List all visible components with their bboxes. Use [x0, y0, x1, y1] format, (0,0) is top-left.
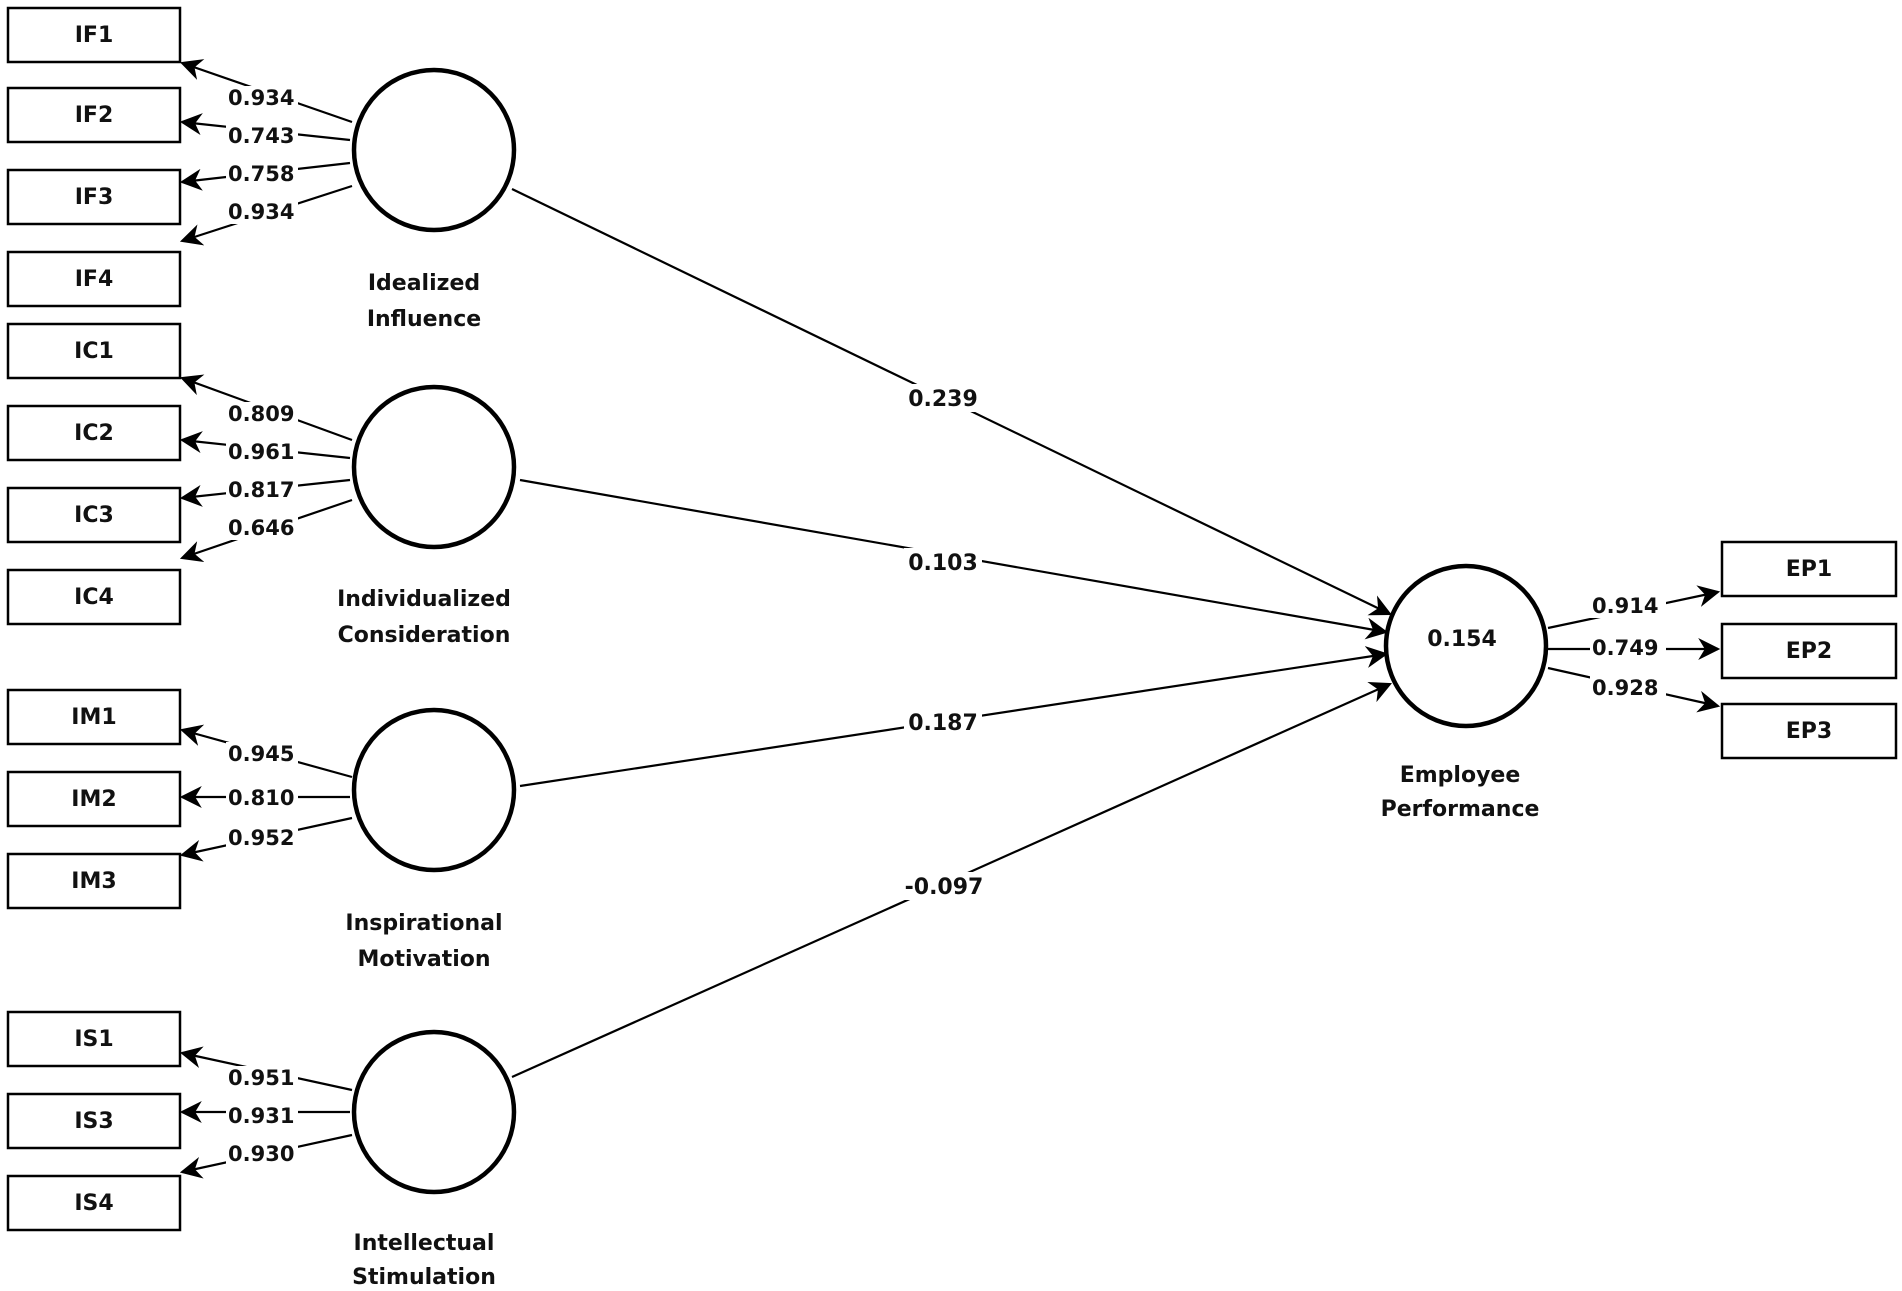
indicator-box-im2: IM2 — [6, 770, 182, 828]
construct-intellectual-stimulation — [351, 1029, 517, 1195]
construct-label-line: Employee — [1400, 763, 1521, 788]
loading-label: 0.817 — [228, 478, 294, 502]
indicator-box-is3: IS3 — [6, 1092, 182, 1150]
indicator-label: IM2 — [71, 787, 116, 812]
loading-label: 0.930 — [228, 1142, 294, 1166]
loading-label: 0.758 — [228, 162, 294, 186]
indicator-label: IS4 — [74, 1191, 113, 1216]
construct-label-line: Performance — [1381, 797, 1540, 822]
label-bg — [226, 826, 298, 850]
label-bg — [226, 402, 298, 426]
loading-label: 0.810 — [228, 786, 294, 810]
loading-label: 0.934 — [228, 200, 294, 224]
label-bg — [226, 1142, 298, 1166]
loading-label: 0.931 — [228, 1104, 294, 1128]
indicator-label: IC4 — [74, 585, 114, 610]
loading-label: 0.952 — [228, 826, 294, 850]
construct-individualized-consideration — [351, 384, 517, 550]
indicator-box-if3: IF3 — [6, 168, 182, 226]
label-bg — [904, 384, 982, 412]
indicator-label: IF4 — [75, 267, 114, 292]
indicator-label: IM1 — [71, 705, 116, 730]
path-coefficient-label: 0.103 — [908, 551, 978, 576]
indicator-box-ic1: IC1 — [6, 322, 182, 380]
loading-label: 0.914 — [1592, 594, 1658, 618]
loading-label: 0.934 — [228, 86, 294, 110]
construct-employee-performance — [1383, 563, 1549, 729]
label-backgrounds — [226, 86, 1666, 1166]
label-bg — [226, 162, 298, 186]
indicator-label: IF3 — [75, 185, 114, 210]
label-bg — [226, 516, 298, 540]
label-bg — [226, 786, 298, 810]
loading-label: 0.961 — [228, 440, 294, 464]
indicator-box-im1: IM1 — [6, 688, 182, 746]
indicator-label: IS3 — [74, 1109, 113, 1134]
label-bg — [1590, 676, 1666, 700]
label-bg — [226, 200, 298, 224]
loading-label: 0.928 — [1592, 676, 1658, 700]
indicator-label: IC1 — [74, 339, 114, 364]
loading-label: 0.945 — [228, 742, 294, 766]
construct-label-line: Motivation — [357, 947, 490, 972]
construct-idealized-influence — [351, 67, 517, 233]
construct-label-line: Idealized — [368, 271, 480, 296]
label-bg — [226, 124, 298, 148]
indicator-box-if2: IF2 — [6, 86, 182, 144]
path-coefficient-label: 0.187 — [908, 711, 978, 736]
indicator-box-if1: IF1 — [6, 6, 182, 64]
indicator-box-ep2: EP2 — [1720, 622, 1898, 680]
construct-label-line: Stimulation — [352, 1265, 496, 1290]
label-bg — [1590, 594, 1666, 618]
indicator-label: IC2 — [74, 421, 114, 446]
indicator-label: IF2 — [75, 103, 114, 128]
loading-label: 0.646 — [228, 516, 294, 540]
indicator-label: EP3 — [1786, 719, 1832, 744]
loading-label: 0.951 — [228, 1066, 294, 1090]
loading-label: 0.743 — [228, 124, 294, 148]
label-bg — [226, 1066, 298, 1090]
indicator-label: EP2 — [1786, 639, 1832, 664]
indicator-box-is1: IS1 — [6, 1010, 182, 1068]
indicator-box-if4: IF4 — [6, 250, 182, 308]
label-bg — [226, 742, 298, 766]
indicator-label: EP1 — [1786, 557, 1832, 582]
indicator-box-ic4: IC4 — [6, 568, 182, 626]
construct-label-line: Inspirational — [345, 911, 502, 936]
construct-label-line: Individualized — [337, 587, 511, 612]
indicator-label: IC3 — [74, 503, 114, 528]
loading-label: 0.749 — [1592, 636, 1658, 660]
label-bg — [898, 872, 990, 900]
indicator-box-ic3: IC3 — [6, 486, 182, 544]
indicator-box-im3: IM3 — [6, 852, 182, 910]
loading-label: 0.809 — [228, 402, 294, 426]
label-bg — [904, 708, 982, 736]
path-coefficient-label: 0.239 — [908, 387, 978, 412]
construct-label-line: Consideration — [338, 623, 511, 648]
label-bg — [226, 1104, 298, 1128]
indicator-box-ep1: EP1 — [1720, 540, 1898, 598]
indicator-label: IS1 — [74, 1027, 113, 1052]
path-coefficient-label: -0.097 — [905, 875, 984, 900]
label-bg — [904, 548, 982, 576]
construct-label-line: Intellectual — [354, 1231, 495, 1256]
indicator-box-ic2: IC2 — [6, 404, 182, 462]
construct-label-line: Influence — [367, 307, 481, 332]
indicator-label: IF1 — [75, 23, 114, 48]
indicator-label: IM3 — [71, 869, 116, 894]
indicator-box-ep3: EP3 — [1720, 702, 1898, 760]
r-squared-value: 0.154 — [1427, 627, 1497, 652]
construct-inspirational-motivation — [351, 707, 517, 873]
label-bg — [226, 86, 298, 110]
label-bg — [226, 478, 298, 502]
label-bg — [226, 440, 298, 464]
indicator-box-is4: IS4 — [6, 1174, 182, 1232]
label-bg — [1590, 636, 1666, 660]
